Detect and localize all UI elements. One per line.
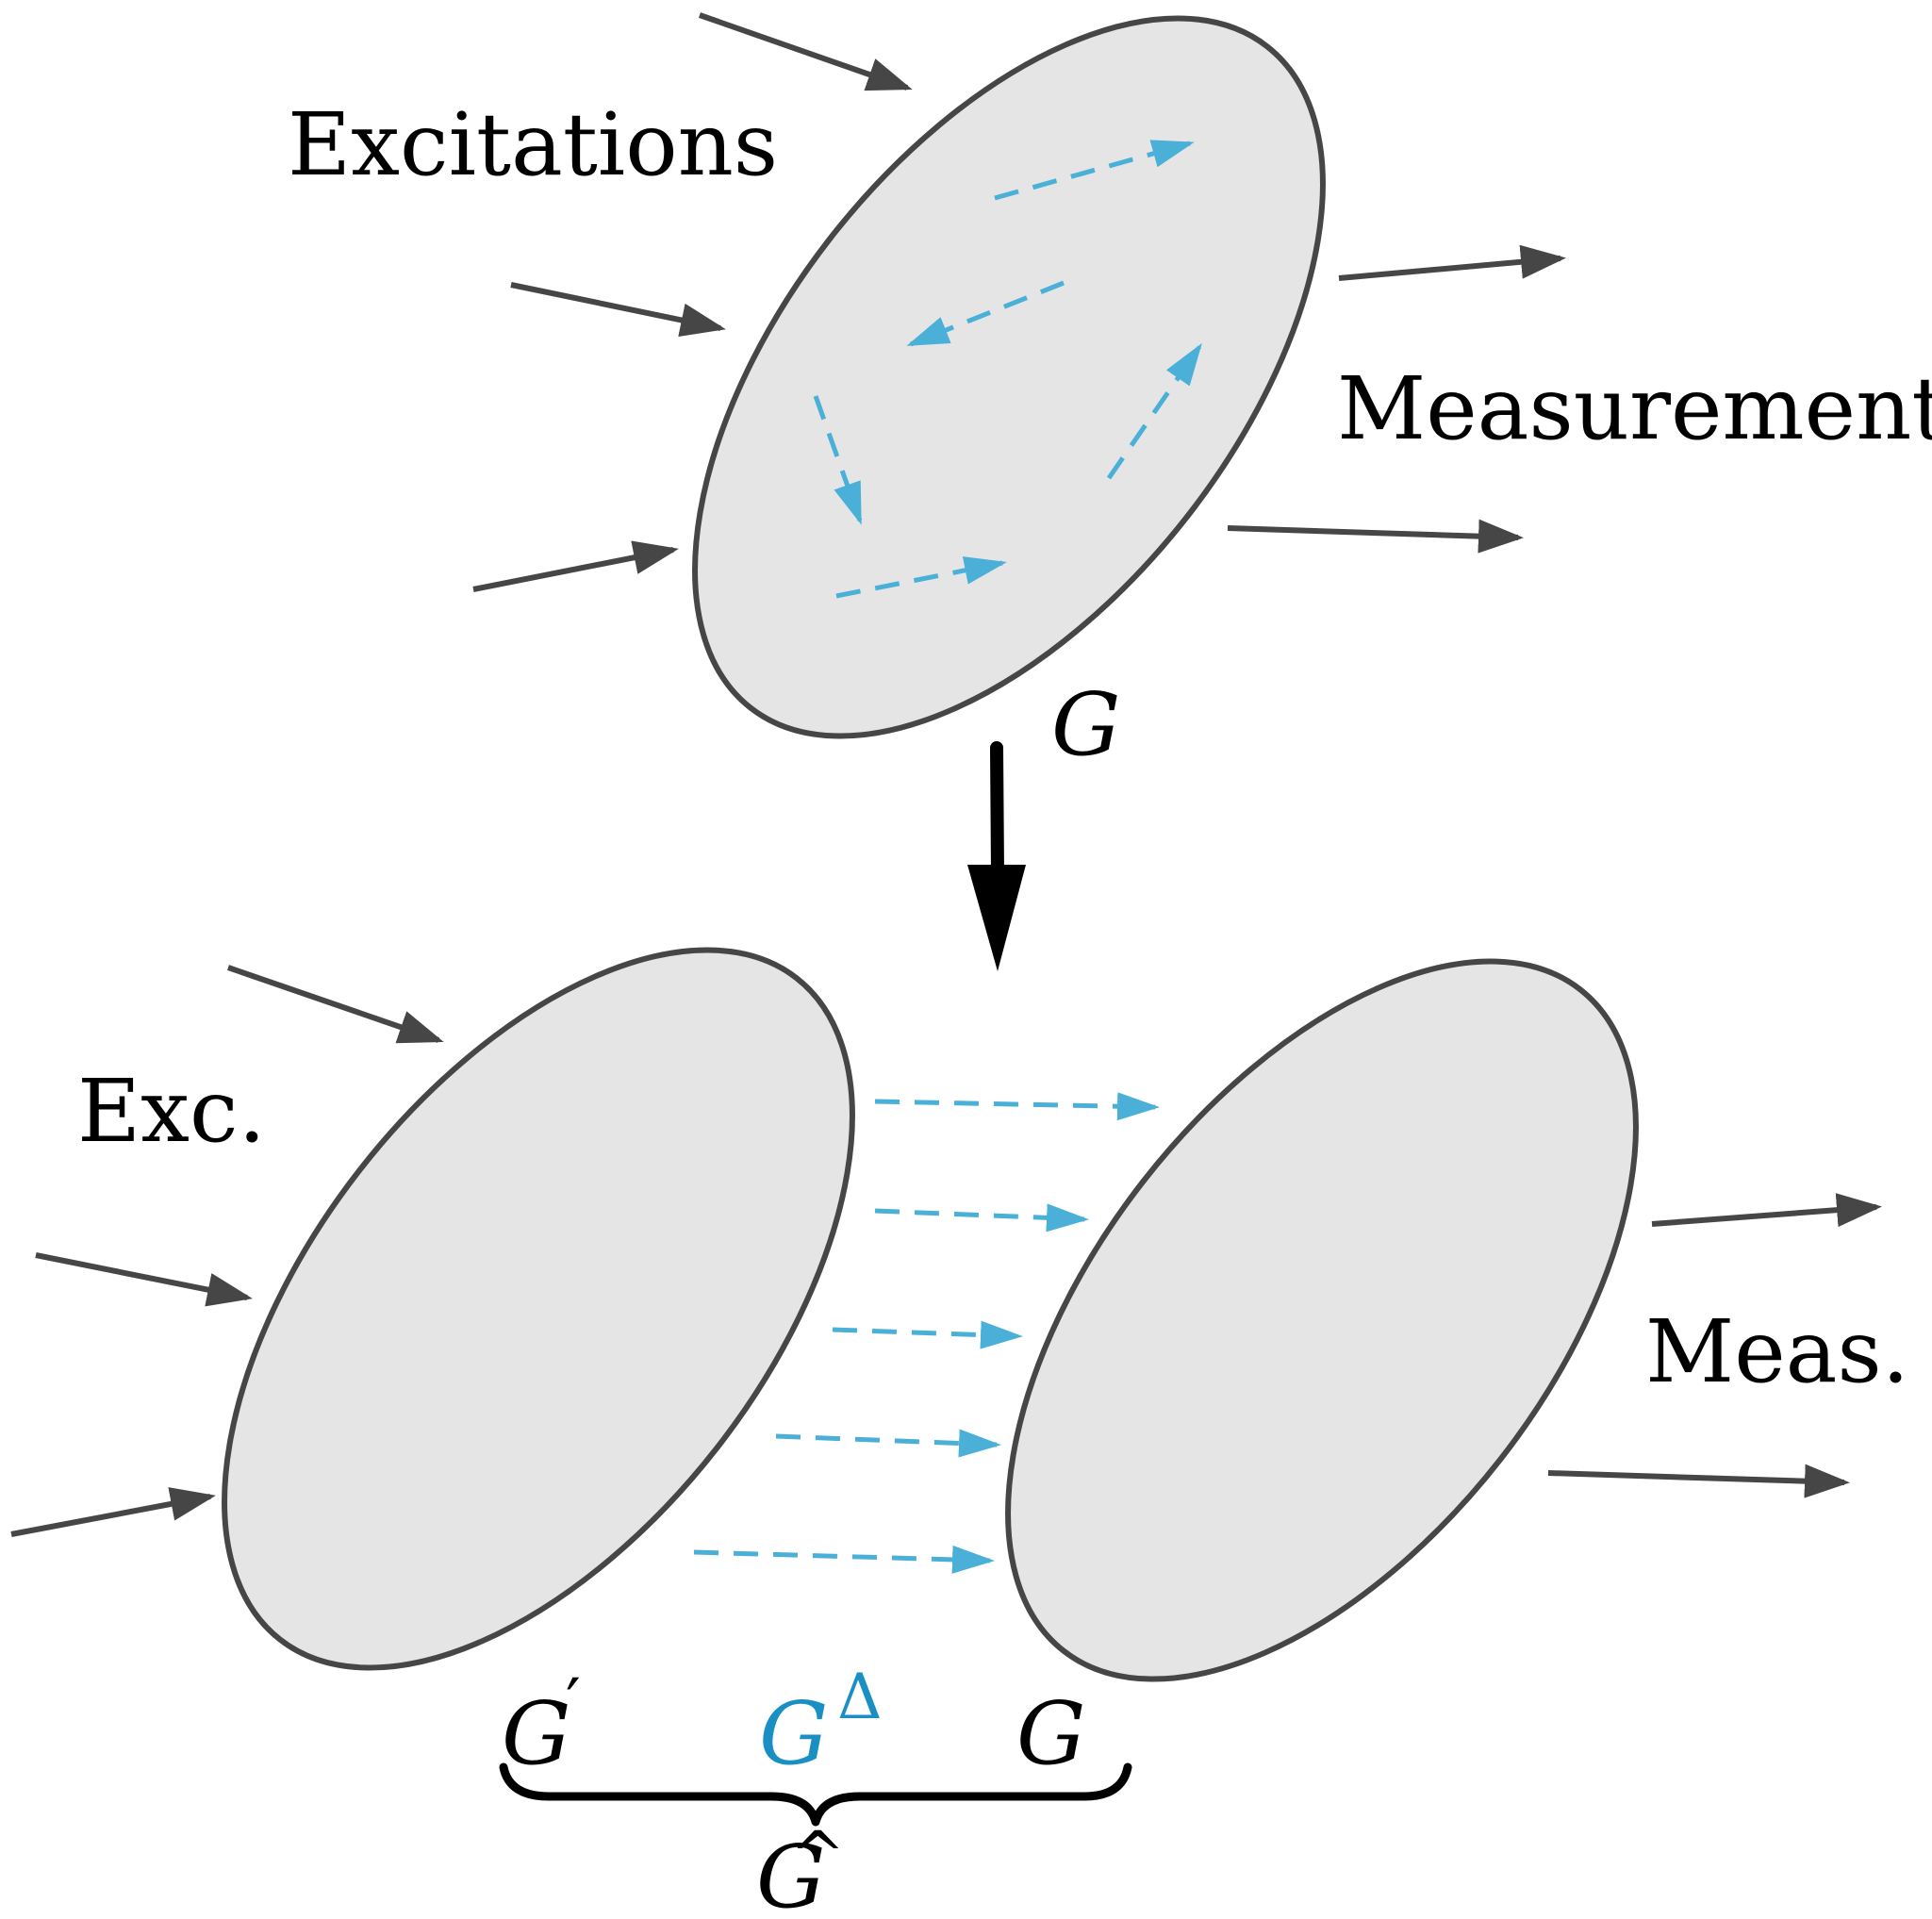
internal-dashed-arrow [1106, 342, 1202, 480]
internal-dashed-arrow [813, 395, 863, 525]
coupling-dashed-arrow [832, 1320, 1023, 1349]
excitation-arrow [510, 282, 726, 338]
top-excitation-arrows [472, 12, 913, 592]
measurement-arrow [1547, 1464, 1850, 1498]
excitation-arrow [699, 12, 913, 91]
subsystem-g-prime-blob [222, 947, 855, 1671]
coupling-dashed-arrow [693, 1545, 995, 1574]
excitation-arrow [227, 965, 444, 1044]
coupling-dashed-arrow [874, 1203, 1089, 1232]
g-delta-label: G Δ [759, 1661, 883, 1784]
top-internal-arrows [813, 140, 1202, 599]
bottom-excitation-arrows [10, 965, 444, 1537]
excitation-arrow [10, 1487, 216, 1537]
g-top-label: G [1051, 674, 1121, 775]
transformation-arrow [967, 741, 1026, 971]
excitation-arrow [35, 1252, 253, 1307]
internal-dashed-arrow [835, 556, 1007, 599]
grouping-brace [499, 1762, 1132, 1827]
coupling-arrows [693, 1092, 1160, 1574]
g-hat-mark: ^ [790, 1817, 846, 1894]
measurements-label: Measurements [1337, 358, 1932, 459]
excitation-arrow [472, 540, 679, 592]
measurement-arrow [1227, 519, 1524, 554]
g-hat-label: G ^ [756, 1817, 846, 1919]
excitations-label: Excitations [288, 94, 778, 195]
coupling-dashed-arrow [775, 1429, 1001, 1458]
subsystem-g-blob [1005, 958, 1639, 1682]
g-prime-base: G [502, 1683, 571, 1784]
bottom-measurement-arrows [1547, 1193, 1882, 1498]
internal-dashed-arrow [994, 140, 1195, 201]
internal-dashed-arrow [906, 280, 1065, 347]
g-delta-base: G [759, 1683, 829, 1784]
meas-label: Meas. [1645, 1301, 1909, 1402]
g-prime-mark: ′ [566, 1664, 581, 1742]
g-delta-sup: Δ [837, 1661, 883, 1733]
top-measurement-arrows [1227, 244, 1566, 554]
g-hat-base: G [756, 1827, 826, 1919]
measurement-arrow [1338, 244, 1566, 281]
coupling-dashed-arrow [874, 1092, 1160, 1121]
g-bottom-label: G [1016, 1683, 1086, 1784]
exc-label: Exc. [77, 1061, 266, 1162]
system-g-blob [692, 15, 1326, 739]
g-prime-label: G ′ [502, 1664, 581, 1784]
measurement-arrow [1651, 1193, 1882, 1228]
